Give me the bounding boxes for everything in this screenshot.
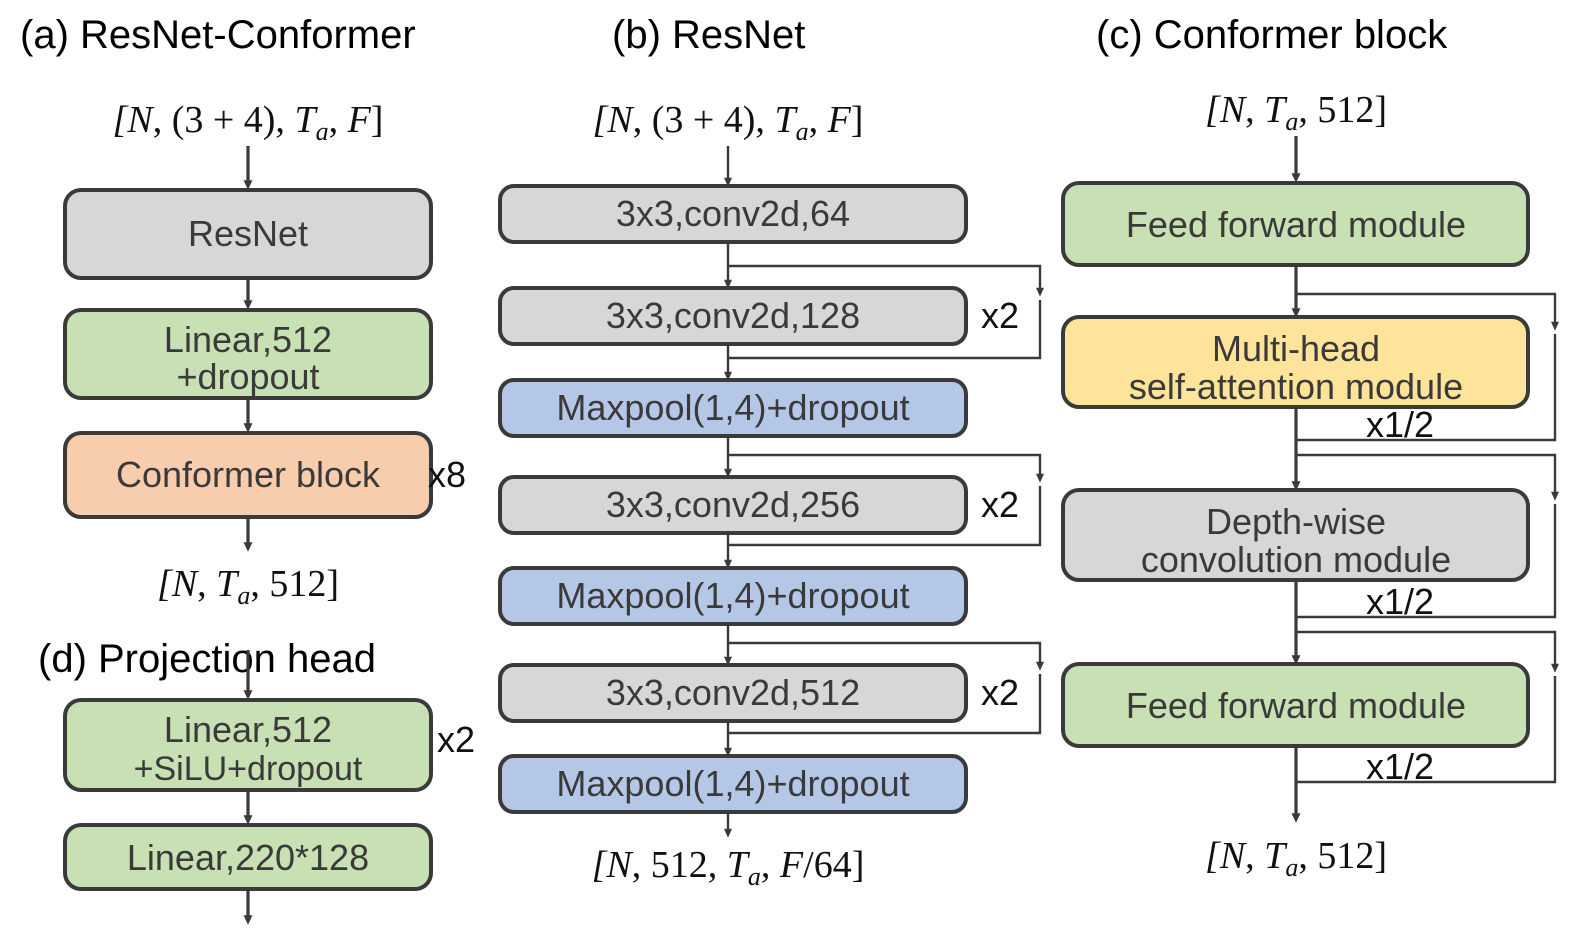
- skip-conv128-in: [728, 264, 1044, 297]
- repeat-projection-x2: x2: [437, 719, 475, 760]
- residual-mhsa-out: [1296, 334, 1557, 442]
- node-maxpool-3-label: Maxpool(1,4)+dropout: [556, 763, 909, 804]
- panel-c-input-tensor: [N, Ta, 512]: [1205, 89, 1387, 136]
- node-conformer-block-label: Conformer block: [116, 454, 381, 495]
- repeat-conv128-x2: x2: [981, 295, 1019, 336]
- node-conv2d-512-label: 3x3,conv2d,512: [606, 672, 860, 713]
- node-conv2d-128[interactable]: [498, 286, 968, 346]
- panel-a-input-tensor: [N, (3 + 4), Ta, F]: [113, 99, 384, 146]
- panel-b-output-tensor: [N, 512, Ta, F/64]: [592, 844, 865, 891]
- node-conv2d-512[interactable]: [498, 663, 968, 723]
- residual-dwconv-out: [1296, 504, 1557, 619]
- node-maxpool-1-label: Maxpool(1,4)+dropout: [556, 387, 909, 428]
- node-mhsa-line2: self-attention module: [1129, 366, 1463, 407]
- node-maxpool-1[interactable]: [498, 378, 968, 438]
- node-feed-forward-2-label: Feed forward module: [1126, 685, 1466, 726]
- node-conv2d-256[interactable]: [498, 475, 968, 535]
- residual-ff2-in: [1296, 630, 1559, 673]
- skip-conv512-in: [728, 641, 1044, 671]
- node-dwconv-line1: Depth-wise: [1206, 501, 1386, 542]
- repeat-conv512-x2: x2: [981, 672, 1019, 713]
- node-linear-silu-line1: Linear,512: [164, 709, 332, 750]
- skip-conv256-in: [728, 453, 1044, 483]
- node-conv2d-64[interactable]: [498, 184, 968, 244]
- residual-label-dwconv: x1/2: [1366, 581, 1434, 622]
- node-resnet-label: ResNet: [188, 213, 308, 254]
- panel-a-output-tensor: [N, Ta, 512]: [157, 563, 339, 610]
- skip-conv256-out: [728, 486, 1042, 547]
- node-dwconv-line2: convolution module: [1141, 539, 1451, 580]
- node-maxpool-2-label: Maxpool(1,4)+dropout: [556, 575, 909, 616]
- residual-label-mhsa: x1/2: [1366, 404, 1434, 445]
- node-linear-512-line1: Linear,512: [164, 319, 332, 360]
- node-maxpool-3[interactable]: [498, 754, 968, 814]
- node-maxpool-2[interactable]: [498, 566, 968, 626]
- repeat-conformer-x8: x8: [428, 454, 466, 495]
- node-conv2d-256-label: 3x3,conv2d,256: [606, 484, 860, 525]
- node-linear-silu-line2: +SiLU+dropout: [134, 750, 363, 788]
- panel-c-title: (c) Conformer block: [1096, 13, 1448, 57]
- node-conv2d-128-label: 3x3,conv2d,128: [606, 295, 860, 336]
- node-feed-forward-1-label: Feed forward module: [1126, 204, 1466, 245]
- node-mhsa-line1: Multi-head: [1212, 328, 1380, 369]
- panel-d-title: (d) Projection head: [38, 637, 376, 681]
- skip-conv128-out: [728, 300, 1042, 360]
- skip-conv512-out: [728, 674, 1042, 735]
- node-conv2d-64-label: 3x3,conv2d,64: [616, 193, 850, 234]
- panel-a-title: (a) ResNet-Conformer: [20, 13, 416, 57]
- residual-mhsa-in: [1296, 292, 1559, 331]
- residual-label-ff2: x1/2: [1366, 746, 1434, 787]
- repeat-conv256-x2: x2: [981, 484, 1019, 525]
- node-linear-220x128-label: Linear,220*128: [127, 837, 369, 878]
- panel-c-output-tensor: [N, Ta, 512]: [1205, 835, 1387, 882]
- node-linear-512-line2: +dropout: [176, 356, 319, 397]
- panel-b-title: (b) ResNet: [612, 13, 805, 57]
- panel-b-input-tensor: [N, (3 + 4), Ta, F]: [593, 99, 864, 146]
- residual-ff2-out: [1296, 676, 1557, 784]
- residual-dwconv-in: [1296, 453, 1559, 501]
